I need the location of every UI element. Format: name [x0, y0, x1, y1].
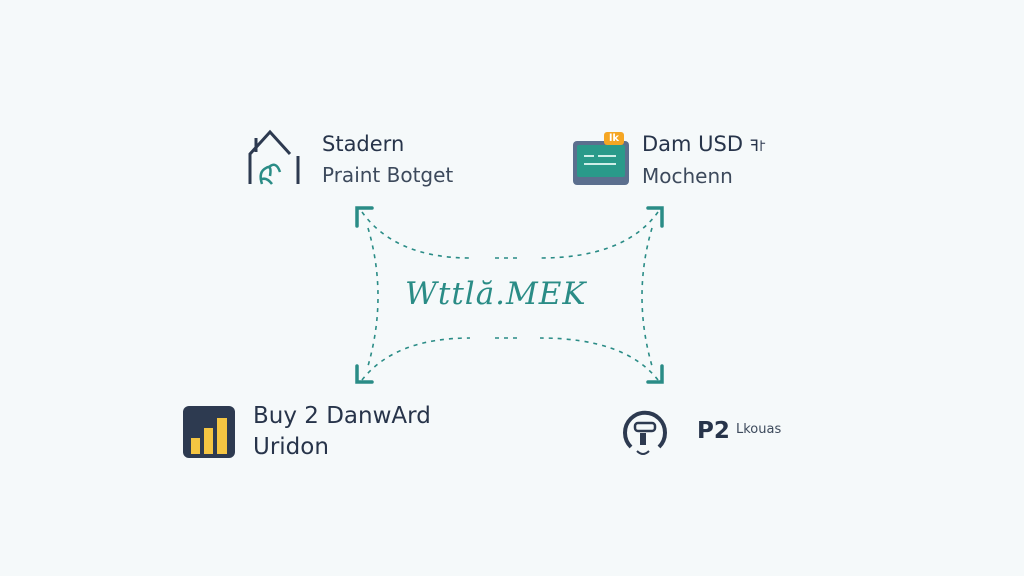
node-subtitle-top-left: Praint Botget	[322, 163, 454, 187]
node-subtitle-bottom-right: Lkouas	[736, 422, 782, 437]
monitor-book-icon	[572, 140, 630, 190]
connector-right	[641, 227, 653, 367]
bar-chart-icon	[183, 406, 235, 462]
connector-top-left	[361, 211, 471, 259]
center-label: Wttlă.MEK	[405, 276, 587, 312]
connector-bottom-right	[539, 337, 659, 381]
arrowhead-top-left	[355, 206, 374, 228]
node-title-bottom-right: P2	[697, 418, 730, 444]
arrowhead-top-right	[646, 206, 664, 228]
connector-bottom-left	[361, 337, 471, 381]
node-title-suffix: ꟻ꜓	[749, 136, 767, 155]
node-title-bottom-left: Buy 2 DanwArd	[253, 403, 431, 429]
node-title-text: Dam USD	[642, 132, 744, 156]
badge: lk	[604, 132, 625, 145]
node-subtitle-top-right: Mochenn	[642, 164, 733, 188]
node-title-top-right: Dam USD ꟻ꜓	[642, 132, 767, 156]
connector-top-right	[539, 211, 659, 259]
arrowhead-bottom-right	[646, 364, 664, 384]
node-subtitle-bottom-left: Uridon	[253, 434, 329, 460]
arrowhead-bottom-left	[355, 364, 374, 384]
node-title-top-left: Stadern	[322, 132, 405, 156]
headset-icon	[621, 407, 669, 461]
connector-left	[367, 227, 379, 367]
house-plant-icon	[246, 128, 302, 194]
